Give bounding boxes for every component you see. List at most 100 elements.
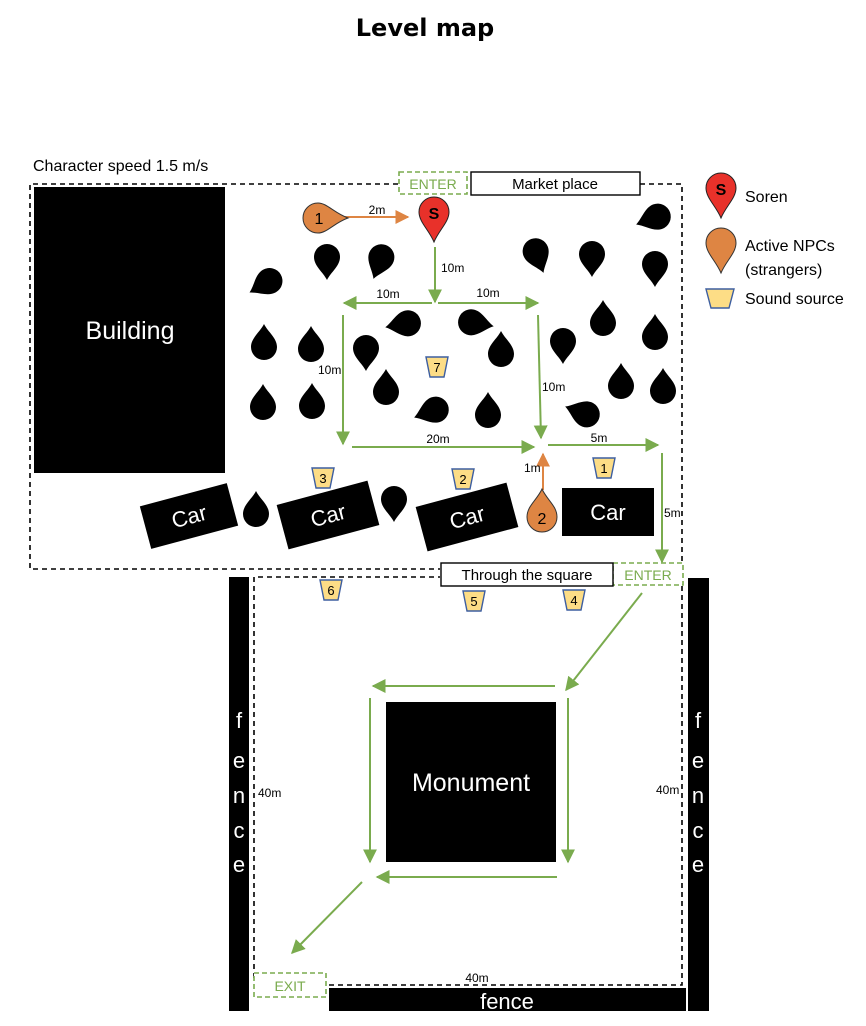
map-title: Level map	[355, 14, 495, 42]
crowd-person	[642, 251, 668, 287]
crowd-person	[250, 384, 276, 420]
car-2: Car	[276, 480, 380, 550]
crowd-person	[642, 314, 668, 350]
crowd-person	[414, 396, 449, 423]
distance-label: 10m	[542, 380, 565, 394]
crowd-person	[314, 244, 340, 280]
fence-label: fence	[480, 989, 534, 1014]
legend-npcs: Active NPCs (strangers)	[705, 227, 835, 279]
crowd-person	[353, 335, 379, 371]
legend-sound: Sound source	[705, 288, 844, 309]
market-place-label: Market place	[512, 176, 598, 193]
fence-letter: n	[233, 783, 245, 808]
crowd	[243, 203, 676, 527]
crowd-person	[650, 368, 676, 404]
fence-letter: c	[234, 818, 245, 843]
crowd-person	[458, 309, 494, 336]
npc-2-marker[interactable]: 2	[526, 487, 558, 533]
crowd-person	[608, 363, 634, 399]
sound-source-number: 2	[459, 472, 466, 487]
sound-source-4[interactable]: 4	[562, 589, 586, 611]
enter-square-gate[interactable]: ENTER	[612, 562, 684, 586]
distance-label: 1m	[524, 461, 541, 475]
crowd-person	[251, 324, 277, 360]
monument-label: Monument	[412, 769, 530, 797]
enter-market-gate[interactable]: ENTER	[398, 171, 468, 195]
distance-labels: 2m 10m 10m 10m 10m 10m 20m 5m 1m 5m 40m …	[258, 203, 681, 985]
crowd-person	[368, 244, 395, 279]
route-arrow	[565, 592, 643, 692]
crowd-person	[249, 268, 283, 295]
sound-source-number: 5	[470, 594, 477, 609]
route-arrow	[291, 881, 363, 954]
npc-arrows	[345, 210, 550, 490]
route-arrow	[533, 314, 548, 440]
crowd-person	[550, 328, 576, 364]
npc-2-label: 2	[538, 511, 547, 528]
crowd-person	[299, 383, 325, 419]
distance-label: 2m	[369, 203, 386, 217]
speed-note: Character speed 1.5 m/s	[33, 158, 208, 175]
enter-market-label: ENTER	[409, 176, 456, 192]
crowd-person	[522, 238, 549, 273]
crowd-person	[373, 369, 399, 405]
crowd-person	[579, 241, 605, 277]
legend-npcs-label: Active NPCs	[745, 238, 835, 255]
npc-1-marker[interactable]: 1	[302, 202, 350, 234]
fence-left: f e n c e	[229, 577, 249, 1011]
crowd-person	[565, 401, 600, 428]
distance-label: 10m	[318, 363, 341, 377]
soren-marker-label: S	[429, 206, 440, 223]
fence-letter: e	[692, 748, 704, 773]
legend-soren-label: Soren	[745, 189, 788, 206]
route-arrows	[291, 247, 669, 954]
square-label-box: Through the square	[440, 562, 614, 587]
legend: S Soren Active NPCs (strangers) Sound so…	[705, 172, 844, 309]
market-boundary	[29, 183, 683, 986]
fence-letter: c	[693, 818, 704, 843]
sound-sources: 1 2 3 4 5 6 7	[311, 356, 616, 612]
sound-source-2[interactable]: 2	[451, 468, 475, 490]
exit-gate[interactable]: EXIT	[253, 972, 327, 998]
monument: Monument	[386, 702, 556, 862]
sound-source-5[interactable]: 5	[462, 590, 486, 612]
soren-marker[interactable]: S	[418, 196, 450, 244]
distance-label: 10m	[441, 261, 464, 275]
crowd-person	[475, 392, 501, 428]
npc-1-label: 1	[315, 211, 324, 228]
crowd-person	[298, 326, 324, 362]
distance-label: 40m	[465, 971, 488, 985]
sound-source-6[interactable]: 6	[319, 579, 343, 601]
fence-letter: f	[695, 708, 702, 733]
sound-source-number: 1	[600, 461, 607, 476]
sound-source-1[interactable]: 1	[592, 457, 616, 479]
building-label: Building	[86, 317, 175, 345]
sound-source-number: 4	[570, 593, 577, 608]
fence-right: f e n c e	[688, 578, 709, 1011]
fence-letter: e	[692, 852, 704, 877]
crowd-person	[385, 310, 421, 337]
distance-label: 10m	[476, 286, 499, 300]
distance-label: 10m	[376, 287, 399, 301]
fence-letter: e	[233, 748, 245, 773]
legend-npcs-sublabel: (strangers)	[745, 262, 822, 279]
distance-label: 5m	[664, 506, 681, 520]
car-4: Car	[562, 488, 654, 536]
exit-label: EXIT	[274, 978, 306, 994]
distance-label: 5m	[591, 431, 608, 445]
market-place-label-box: Market place	[470, 171, 641, 196]
crowd-person	[636, 203, 671, 230]
sound-source-number: 7	[433, 360, 440, 375]
distance-label: 40m	[258, 786, 281, 800]
sound-source-3[interactable]: 3	[311, 467, 335, 489]
fence-bottom: fence	[329, 988, 686, 1014]
legend-sound-label: Sound source	[745, 291, 844, 308]
crowd-person	[488, 331, 514, 367]
car-1: Car	[139, 483, 239, 549]
crowd-person	[243, 491, 269, 527]
fence-letter: n	[692, 783, 704, 808]
sound-source-7[interactable]: 7	[425, 356, 449, 378]
distance-label: 20m	[426, 432, 449, 446]
fence-letter: f	[236, 708, 243, 733]
